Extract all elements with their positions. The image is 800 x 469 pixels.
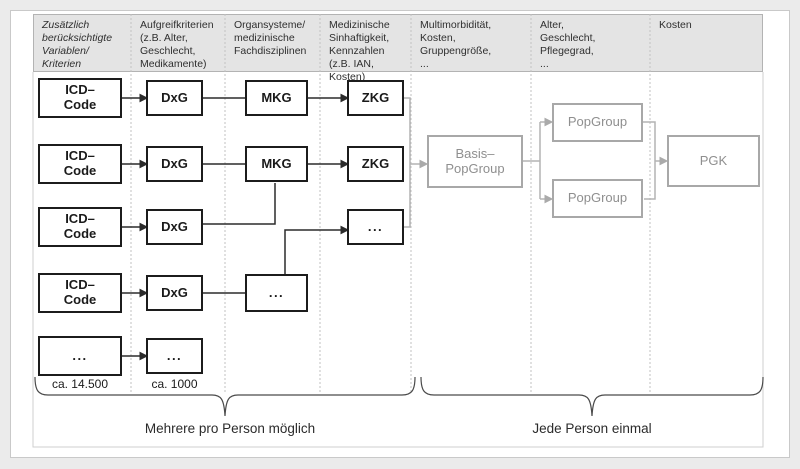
diagram-bounds bbox=[32, 72, 764, 448]
box-dxg-more: ... bbox=[146, 338, 203, 374]
column-header-kosten: Kosten bbox=[659, 19, 692, 31]
brace-label-jede-person-einmal: Jede Person einmal bbox=[532, 421, 652, 436]
braces bbox=[34, 376, 764, 417]
column-header-multimorbiditaet: Multimorbidität, Kosten, Gruppengröße, .… bbox=[420, 19, 492, 70]
black-connectors bbox=[122, 93, 350, 361]
box-icd-2: ICD– Code bbox=[38, 144, 122, 184]
brace-label-mehrere-pro-person: Mehrere pro Person möglich bbox=[144, 421, 316, 436]
box-dxg-2: DxG bbox=[146, 146, 203, 182]
ellipsis-label: ... bbox=[367, 218, 384, 234]
box-zkg-2: ZKG bbox=[347, 146, 404, 182]
ellipsis-label: ... bbox=[268, 284, 285, 300]
header-band bbox=[33, 14, 763, 72]
column-header-organsysteme: Organsysteme/ medizinische Fachdisziplin… bbox=[234, 19, 307, 57]
box-icd-3: ICD– Code bbox=[38, 207, 122, 247]
column-header-kennzahlen: Medizinische Sinhaftigkeit, Kennzahlen (… bbox=[329, 19, 390, 83]
box-pgk: PGK bbox=[667, 135, 760, 187]
box-mkg-1: MKG bbox=[245, 80, 308, 116]
count-icd: ca. 14.500 bbox=[51, 377, 109, 391]
gray-connectors bbox=[403, 97, 669, 228]
column-header-variablen: Zusätzlich berücksichtigte Variablen/ Kr… bbox=[42, 19, 113, 70]
box-icd-more: ... bbox=[38, 336, 122, 376]
column-separators bbox=[130, 14, 651, 394]
box-icd-1: ICD– Code bbox=[38, 78, 122, 118]
box-dxg-3: DxG bbox=[146, 209, 203, 245]
box-popgroup-top: PopGroup bbox=[552, 103, 643, 142]
box-basis-popgroup: Basis– PopGroup bbox=[427, 135, 523, 188]
ellipsis-label: ... bbox=[72, 347, 88, 363]
box-zkg-1: ZKG bbox=[347, 80, 404, 116]
box-mkg-more: ... bbox=[245, 274, 308, 312]
ellipsis-label: ... bbox=[166, 347, 183, 363]
column-header-aufgreifkriterien: Aufgreifkriterien (z.B. Alter, Geschlech… bbox=[140, 19, 214, 70]
column-header-alter: Alter, Geschlecht, Pflegegrad, ... bbox=[540, 19, 596, 70]
box-icd-4: ICD– Code bbox=[38, 273, 122, 313]
box-popgroup-bottom: PopGroup bbox=[552, 179, 643, 218]
count-dxg: ca. 1000 bbox=[151, 377, 198, 391]
box-mkg-2: MKG bbox=[245, 146, 308, 182]
box-zkg-more: ... bbox=[347, 209, 404, 245]
box-dxg-1: DxG bbox=[146, 80, 203, 116]
box-dxg-4: DxG bbox=[146, 275, 203, 311]
